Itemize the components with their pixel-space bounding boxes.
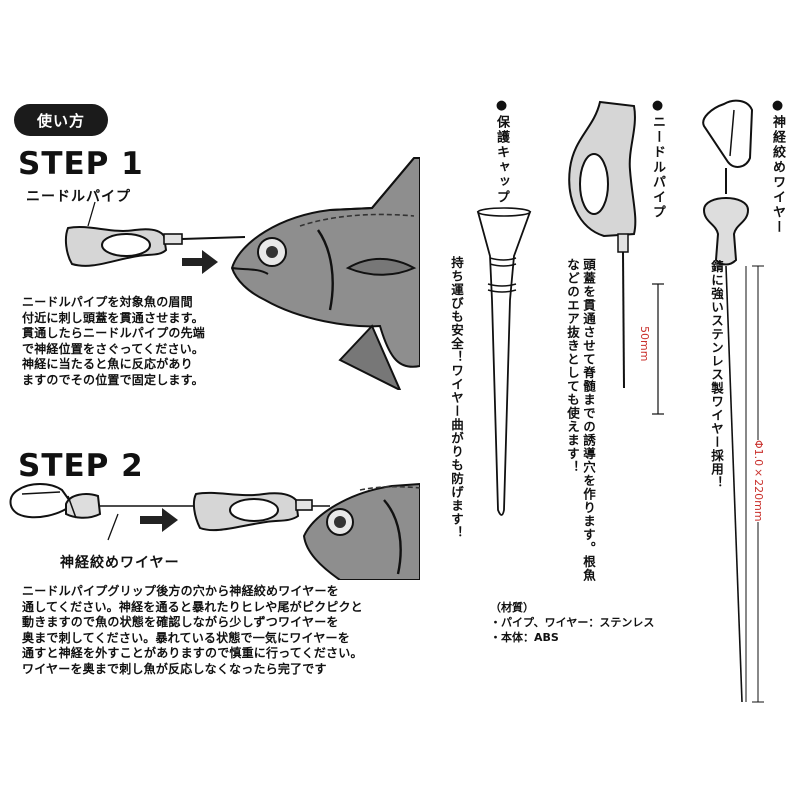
arrow-right-icon (140, 508, 178, 532)
needle-heading: ●ニードルパイプ (650, 98, 665, 220)
protective-cap-illustration (476, 207, 532, 516)
wire-dimension: Φ1.0×220mm (752, 440, 765, 522)
step1-line: ニードルパイプを対象魚の眉間 (22, 295, 193, 309)
arrow-right-icon (182, 250, 218, 274)
step1-line: ますのでその位置で固定します。 (22, 372, 204, 387)
step2-line: 動きますので魚の状態を確認しながら少しずつワイヤーを (22, 615, 339, 629)
needle-pipe-grip-icon (192, 491, 313, 532)
needle-pipe-vertical-icon (568, 100, 637, 389)
wire-heading: ●神経絞めワイヤー (770, 98, 785, 235)
step2-line: 奥まで刺してください。暴れている状態で一気にワイヤーを (22, 630, 350, 645)
needle-dimension: 50mm (638, 326, 651, 362)
needle-dimension-bracket (652, 283, 664, 415)
step1-line: 神経に当たると魚に反応があり (22, 357, 193, 371)
step1-title: STEP 1 (18, 146, 144, 182)
material-info: （材質） ・パイプ、ワイヤー：ステンレス ・本体：ABS (490, 600, 654, 645)
step1-line: 貫通したらニードルパイプの先端 (22, 326, 206, 340)
protective-cap-icon (476, 207, 532, 516)
cap-heading: ●保護キャップ (494, 98, 509, 205)
step1-line: 付近に刺し頭蓋を貫通させます。 (22, 310, 204, 325)
step1-illustration (64, 157, 420, 390)
wire-knob-vertical-icon (702, 168, 750, 266)
step1-line: で神経位置をさぐってください。 (22, 341, 205, 356)
carabiner-vertical-icon (702, 99, 754, 168)
material-line: ・本体：ABS (490, 631, 559, 644)
step2-line: 通すと神経を外すことがありますので慎重に行ってください。 (22, 646, 363, 660)
material-line: ・パイプ、ワイヤー：ステンレス (490, 616, 655, 629)
wire-knob-icon (65, 493, 102, 519)
carabiner-icon (9, 483, 74, 519)
step2-title: STEP 2 (18, 448, 144, 484)
needle-pipe-grip-icon (64, 226, 246, 267)
material-title: （材質） (490, 601, 534, 614)
step2-line: ワイヤーを奥まで刺し魚が反応しなくなったら完了です (22, 661, 327, 676)
step2-label: 神経絞めワイヤー (60, 555, 180, 571)
step2-line: ニードルパイプグリップ後方の穴から神経絞めワイヤーを (22, 584, 339, 598)
step1-description: ニードルパイプを対象魚の眉間 付近に刺し頭蓋を貫通させます。 貫通したらニードル… (22, 295, 262, 388)
step2-line: 通してください。神経を通ると暴れたりヒレや尾がピクピクと (22, 599, 363, 614)
step1-label: ニードルパイプ (26, 189, 131, 205)
step2-description: ニードルパイプグリップ後方の穴から神経絞めワイヤーを 通してください。神経を通る… (22, 584, 442, 677)
needle-description: 頭蓋を貫通させて脊髄までの誘導穴を作ります。根魚などのエア抜きとしても使えます！ (565, 258, 596, 582)
needle-pipe-illustration (568, 100, 637, 389)
wire-description: 錆に強いステンレス製ワイヤー採用！ (709, 260, 724, 490)
fish-head-icon (230, 157, 420, 390)
wire-illustration (702, 99, 754, 703)
fish-head-icon (302, 482, 420, 580)
cap-description: 持ち運びも安全！ワイヤー曲がりも防げます！ (449, 256, 464, 540)
how-to-use-badge: 使い方 (14, 104, 108, 136)
step2-illustration (9, 482, 420, 580)
